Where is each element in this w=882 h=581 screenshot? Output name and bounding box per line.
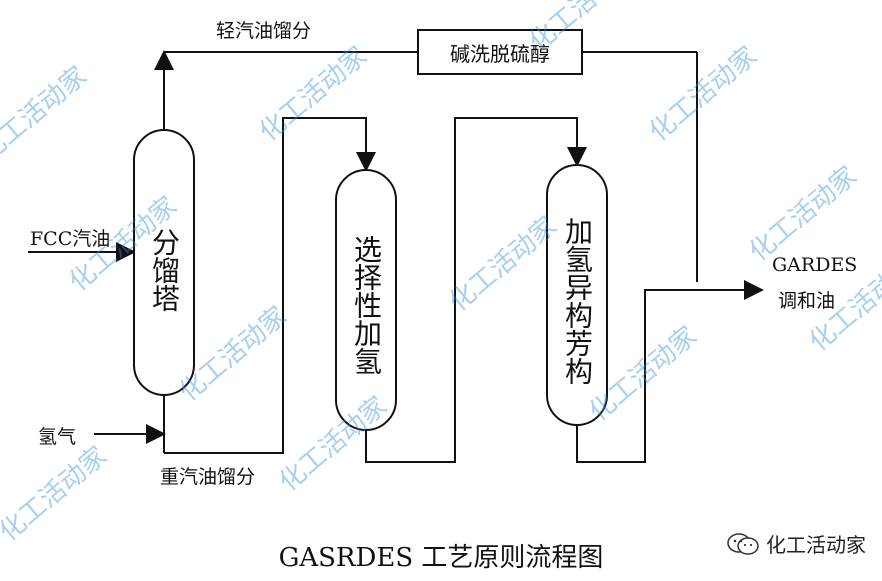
heavy-naphtha-label: 重汽油馏分 [160,466,256,488]
fractionator-label: 分馏塔 [148,228,181,312]
selective-hydrogenation-vessel [335,169,397,431]
brand-label: 化工活动家 [766,533,866,557]
brand-badge: 化工活动家 [726,529,866,558]
product-name-label: GARDES [772,254,858,276]
fcc-feed-label: FCC汽油 [30,228,111,250]
wechat-icon [726,532,760,556]
heavy-naphtha-line [164,117,376,454]
isomerization-aromatization-label: 加氢异构芳构 [561,217,594,385]
caustic-wash-box [417,29,583,75]
diagram-caption: GASRDES 工艺原则流程图 [278,543,604,573]
caustic-wash-label: 碱洗脱硫醇 [450,42,550,66]
isomerization-outlet-line [576,280,764,463]
light-naphtha-label: 轻汽油馏分 [216,20,312,42]
fractionator-vessel [133,129,195,396]
hydrogenation-to-isomerization-line [365,117,587,463]
isomerization-vessel [546,164,608,426]
hydrogen-label: 氢气 [38,426,77,448]
product-blend-label: 调和油 [778,290,836,312]
selective-hydrogenation-label: 选择性加氢 [350,235,383,375]
